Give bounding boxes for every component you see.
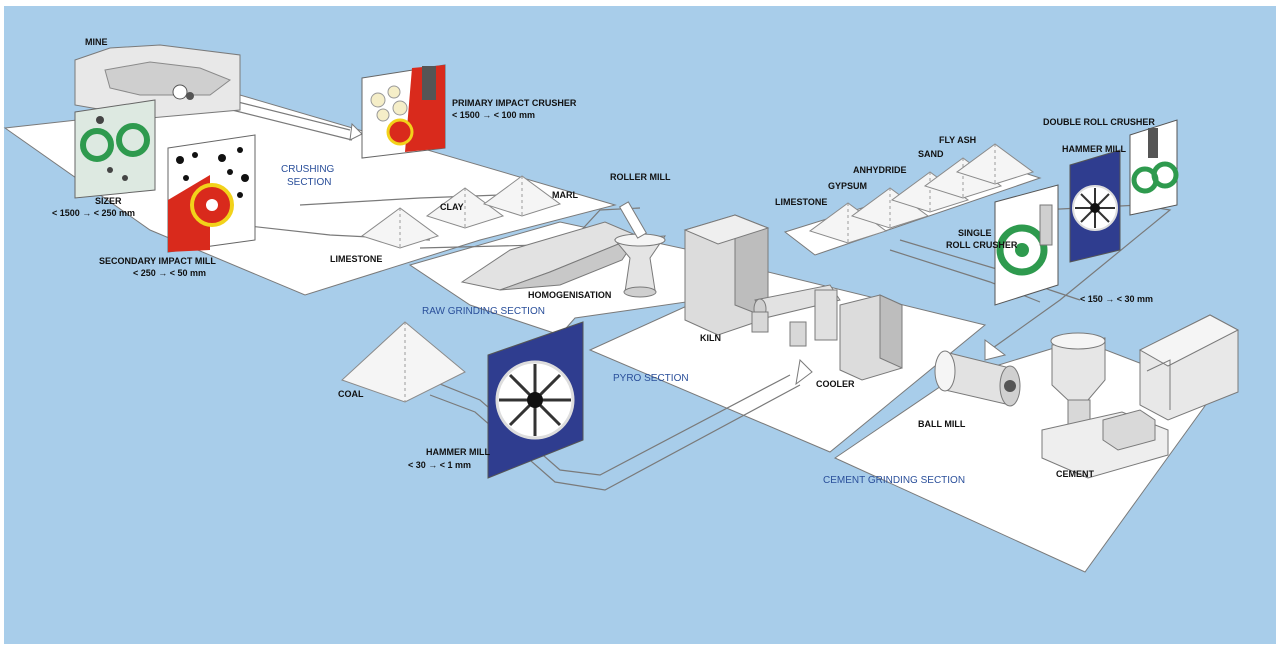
label-hammer-mill-coal: HAMMER MILL (426, 447, 490, 457)
label-primary-crusher: PRIMARY IMPACT CRUSHER (452, 98, 577, 108)
rotary-kiln (751, 284, 841, 347)
cooler-block (839, 294, 903, 381)
section-cement-grinding: CEMENT GRINDING SECTION (823, 475, 965, 486)
roller-mill (613, 201, 667, 298)
label-sizer-range: < 1500 → < 250 mm (52, 208, 135, 218)
label-cooler: COOLER (816, 379, 855, 389)
additive-flow-arrow (984, 339, 1007, 361)
primary-flow-arrow (349, 122, 363, 141)
section-crushing-line2: SECTION (287, 177, 331, 188)
preheater-tower (683, 214, 770, 336)
cement-silo (1041, 332, 1169, 479)
label-cement: CEMENT (1056, 469, 1095, 479)
mine-block (74, 44, 241, 119)
section-labels: CRUSHING SECTION RAW GRINDING SECTION PY… (281, 164, 965, 486)
double-roll-crusher-panel (1129, 119, 1179, 216)
coal-pile (341, 321, 466, 403)
label-secondary-range: < 250 → < 50 mm (133, 268, 206, 278)
labels: MINE SIZER < 1500 → < 250 mm SECONDARY I… (52, 37, 1155, 479)
primary-crusher-panel (361, 64, 446, 159)
coal-flow-arrow (795, 358, 813, 386)
section-crushing-line1: CRUSHING (281, 164, 335, 175)
label-hammer-mill-additive: HAMMER MILL (1062, 144, 1126, 154)
label-clay: CLAY (440, 202, 464, 212)
section-pyro: PYRO SECTION (613, 373, 689, 384)
label-primary-range: < 1500 → < 100 mm (452, 110, 535, 120)
label-sand: SAND (918, 149, 944, 159)
label-secondary-mill: SECONDARY IMPACT MILL (99, 256, 216, 266)
additive-hammer-mill-panel (1069, 149, 1121, 263)
single-roll-crusher-panel (994, 184, 1059, 306)
label-fly-ash: FLY ASH (939, 135, 976, 145)
label-roller-mill: ROLLER MILL (610, 172, 671, 182)
ball-mill (934, 350, 1021, 407)
label-limestone-additive: LIMESTONE (775, 197, 827, 207)
label-single-roll-2: ROLL CRUSHER (946, 240, 1018, 250)
label-mine: MINE (85, 37, 108, 47)
label-kiln: KILN (700, 333, 721, 343)
secondary-mill-panel (167, 134, 256, 253)
label-limestone-raw: LIMESTONE (330, 254, 382, 264)
coal-hammer-mill-panel (487, 321, 584, 479)
label-marl: MARL (552, 190, 578, 200)
label-double-roll: DOUBLE ROLL CRUSHER (1043, 117, 1155, 127)
label-ball-mill: BALL MILL (918, 419, 966, 429)
section-raw-grinding: RAW GRINDING SECTION (422, 306, 545, 317)
cement-truck (1138, 314, 1240, 421)
sizer-panel (74, 99, 156, 199)
label-coal: COAL (338, 389, 364, 399)
label-hammer-coal-range: < 30 → < 1 mm (408, 460, 471, 470)
label-sizer: SIZER (95, 196, 122, 206)
label-gypsum: GYPSUM (828, 181, 867, 191)
label-additive-range: < 150 → < 30 mm (1080, 294, 1153, 304)
label-single-roll-1: SINGLE (958, 228, 992, 238)
label-homogenisation: HOMOGENISATION (528, 290, 611, 300)
label-anhydride: ANHYDRIDE (853, 165, 907, 175)
